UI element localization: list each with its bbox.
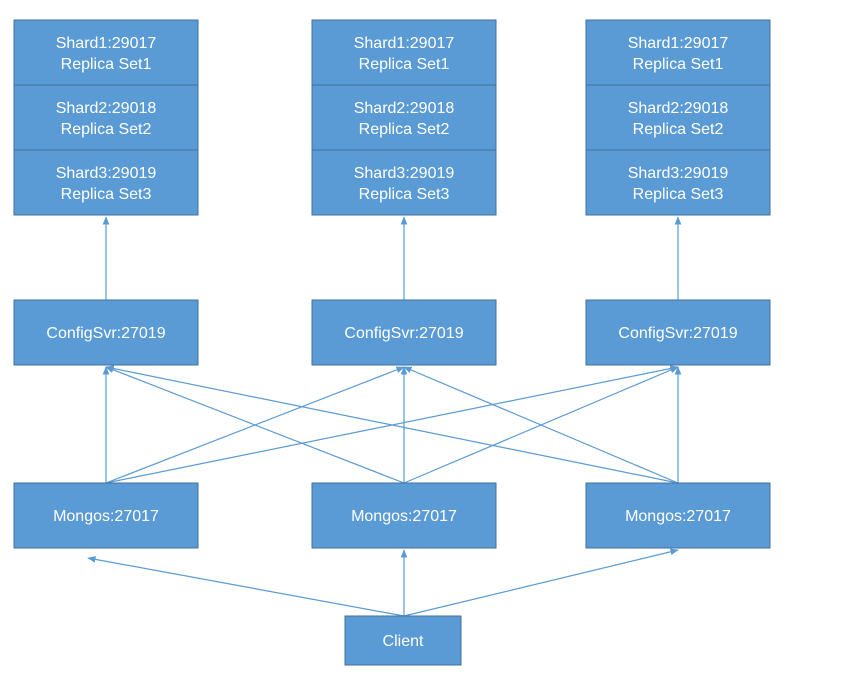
replica-set-label: Replica Set1 (61, 56, 152, 73)
shard-box[interactable]: Shard3:29019 Replica Set3 (311, 149, 497, 216)
shard-name: Shard2:29018 (354, 100, 455, 117)
shard-box[interactable]: Shard2:29018 Replica Set2 (311, 84, 497, 151)
shard-group-3: Shard1:29017 Replica Set1 Shard2:29018 R… (585, 19, 771, 216)
arrow-client-to-mongos-3 (403, 548, 679, 617)
client-box[interactable]: Client (344, 615, 462, 666)
replica-set-label: Replica Set1 (633, 56, 724, 73)
replica-set-label: Replica Set3 (61, 186, 152, 203)
config-server-label: ConfigSvr:27019 (46, 325, 165, 342)
arrow-mongos-3-to-config-2 (403, 366, 679, 484)
mongos-router-2[interactable]: Mongos:27017 (311, 482, 497, 549)
arrow-mongos-2-to-config-1 (105, 366, 405, 484)
config-server-1[interactable]: ConfigSvr:27019 (13, 299, 199, 366)
shard-name: Shard1:29017 (354, 35, 455, 52)
mongos-label: Mongos:27017 (351, 508, 457, 525)
replica-set-label: Replica Set1 (359, 56, 450, 73)
replica-set-label: Replica Set3 (633, 186, 724, 203)
mongos-label: Mongos:27017 (625, 508, 731, 525)
shard-box[interactable]: Shard1:29017 Replica Set1 (13, 19, 199, 86)
replica-set-label: Replica Set2 (633, 121, 724, 138)
config-server-label: ConfigSvr:27019 (618, 325, 737, 342)
shard-name: Shard2:29018 (56, 100, 157, 117)
arrow-client-to-mongos-1 (87, 556, 405, 617)
shard-name: Shard2:29018 (628, 100, 729, 117)
shard-group-2: Shard1:29017 Replica Set1 Shard2:29018 R… (311, 19, 497, 216)
client-label: Client (383, 633, 424, 650)
shard-box[interactable]: Shard2:29018 Replica Set2 (585, 84, 771, 151)
shard-box[interactable]: Shard1:29017 Replica Set1 (311, 19, 497, 86)
mongos-router-1[interactable]: Mongos:27017 (13, 482, 199, 549)
replica-set-label: Replica Set3 (359, 186, 450, 203)
replica-set-label: Replica Set2 (359, 121, 450, 138)
shard-name: Shard3:29019 (354, 165, 455, 182)
config-server-3[interactable]: ConfigSvr:27019 (585, 299, 771, 366)
replica-set-label: Replica Set2 (61, 121, 152, 138)
shard-name: Shard1:29017 (56, 35, 157, 52)
shard-box[interactable]: Shard1:29017 Replica Set1 (585, 19, 771, 86)
connector-arrows (87, 216, 682, 617)
mongos-label: Mongos:27017 (53, 508, 159, 525)
shard-name: Shard3:29019 (628, 165, 729, 182)
shard-box[interactable]: Shard3:29019 Replica Set3 (585, 149, 771, 216)
config-server-label: ConfigSvr:27019 (344, 325, 463, 342)
shard-box[interactable]: Shard2:29018 Replica Set2 (13, 84, 199, 151)
config-server-2[interactable]: ConfigSvr:27019 (311, 299, 497, 366)
mongos-router-3[interactable]: Mongos:27017 (585, 482, 771, 549)
shard-name: Shard3:29019 (56, 165, 157, 182)
shard-name: Shard1:29017 (628, 35, 729, 52)
arrow-mongos-3-to-config-1 (105, 365, 679, 484)
shard-box[interactable]: Shard3:29019 Replica Set3 (13, 149, 199, 216)
shard-group-1: Shard1:29017 Replica Set1 Shard2:29018 R… (13, 19, 199, 216)
